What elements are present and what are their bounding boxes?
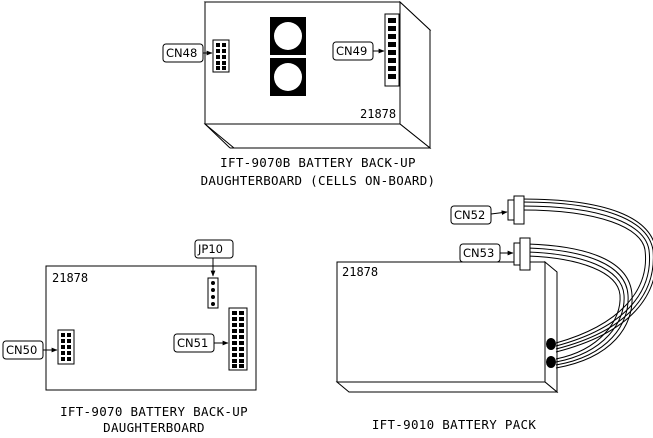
top-board-caption-line1: IFT-9070B BATTERY BACK-UP	[220, 155, 416, 170]
cn48-label: CN48	[162, 43, 213, 63]
cn53-label: CN53	[459, 243, 514, 263]
cn49-connector	[384, 13, 400, 87]
battery-pack: 21878 CN52 CN53 IFT-	[335, 195, 653, 432]
cn50-label: CN50	[2, 340, 58, 360]
left-daughterboard: 21878 JP10 CN50	[2, 239, 257, 435]
cn53-connector	[519, 237, 531, 271]
svg-text:JP10: JP10	[197, 242, 223, 256]
cn51-connector	[228, 307, 248, 371]
top-board-caption-line2: DAUGHTERBOARD (CELLS ON-BOARD)	[201, 173, 436, 188]
svg-text:CN51: CN51	[177, 336, 208, 350]
terminal-icon	[546, 356, 556, 368]
jp10-jumper	[207, 277, 219, 309]
cn50-connector	[57, 329, 75, 365]
top-board-part-number: 21878	[360, 107, 396, 121]
cn51-label: CN51	[173, 333, 229, 353]
terminal-icon	[546, 338, 556, 350]
cn48-connector	[212, 39, 230, 73]
svg-text:CN50: CN50	[6, 343, 37, 357]
battery-pack-part-number: 21878	[342, 265, 378, 279]
left-board-caption-line1: IFT-9070 BATTERY BACK-UP	[60, 404, 248, 419]
left-board-part-number: 21878	[52, 271, 88, 285]
top-daughterboard: CN48 CN49 21878 IFT-9070B BATTERY BACK-U…	[162, 0, 436, 188]
cn52-label: CN52	[450, 205, 508, 225]
svg-text:CN48: CN48	[166, 46, 197, 60]
svg-text:CN49: CN49	[336, 44, 367, 58]
battery-cell-icon	[270, 58, 306, 96]
svg-text:CN53: CN53	[463, 246, 494, 260]
left-board-caption-line2: DAUGHTERBOARD	[103, 420, 205, 435]
cn52-connector	[513, 195, 525, 225]
cn49-label: CN49	[332, 41, 385, 61]
jp10-label: JP10	[194, 239, 234, 277]
battery-cable	[521, 198, 653, 369]
battery-cell-icon	[270, 17, 306, 55]
battery-pack-caption: IFT-9010 BATTERY PACK	[372, 417, 537, 432]
svg-text:CN52: CN52	[454, 208, 485, 222]
